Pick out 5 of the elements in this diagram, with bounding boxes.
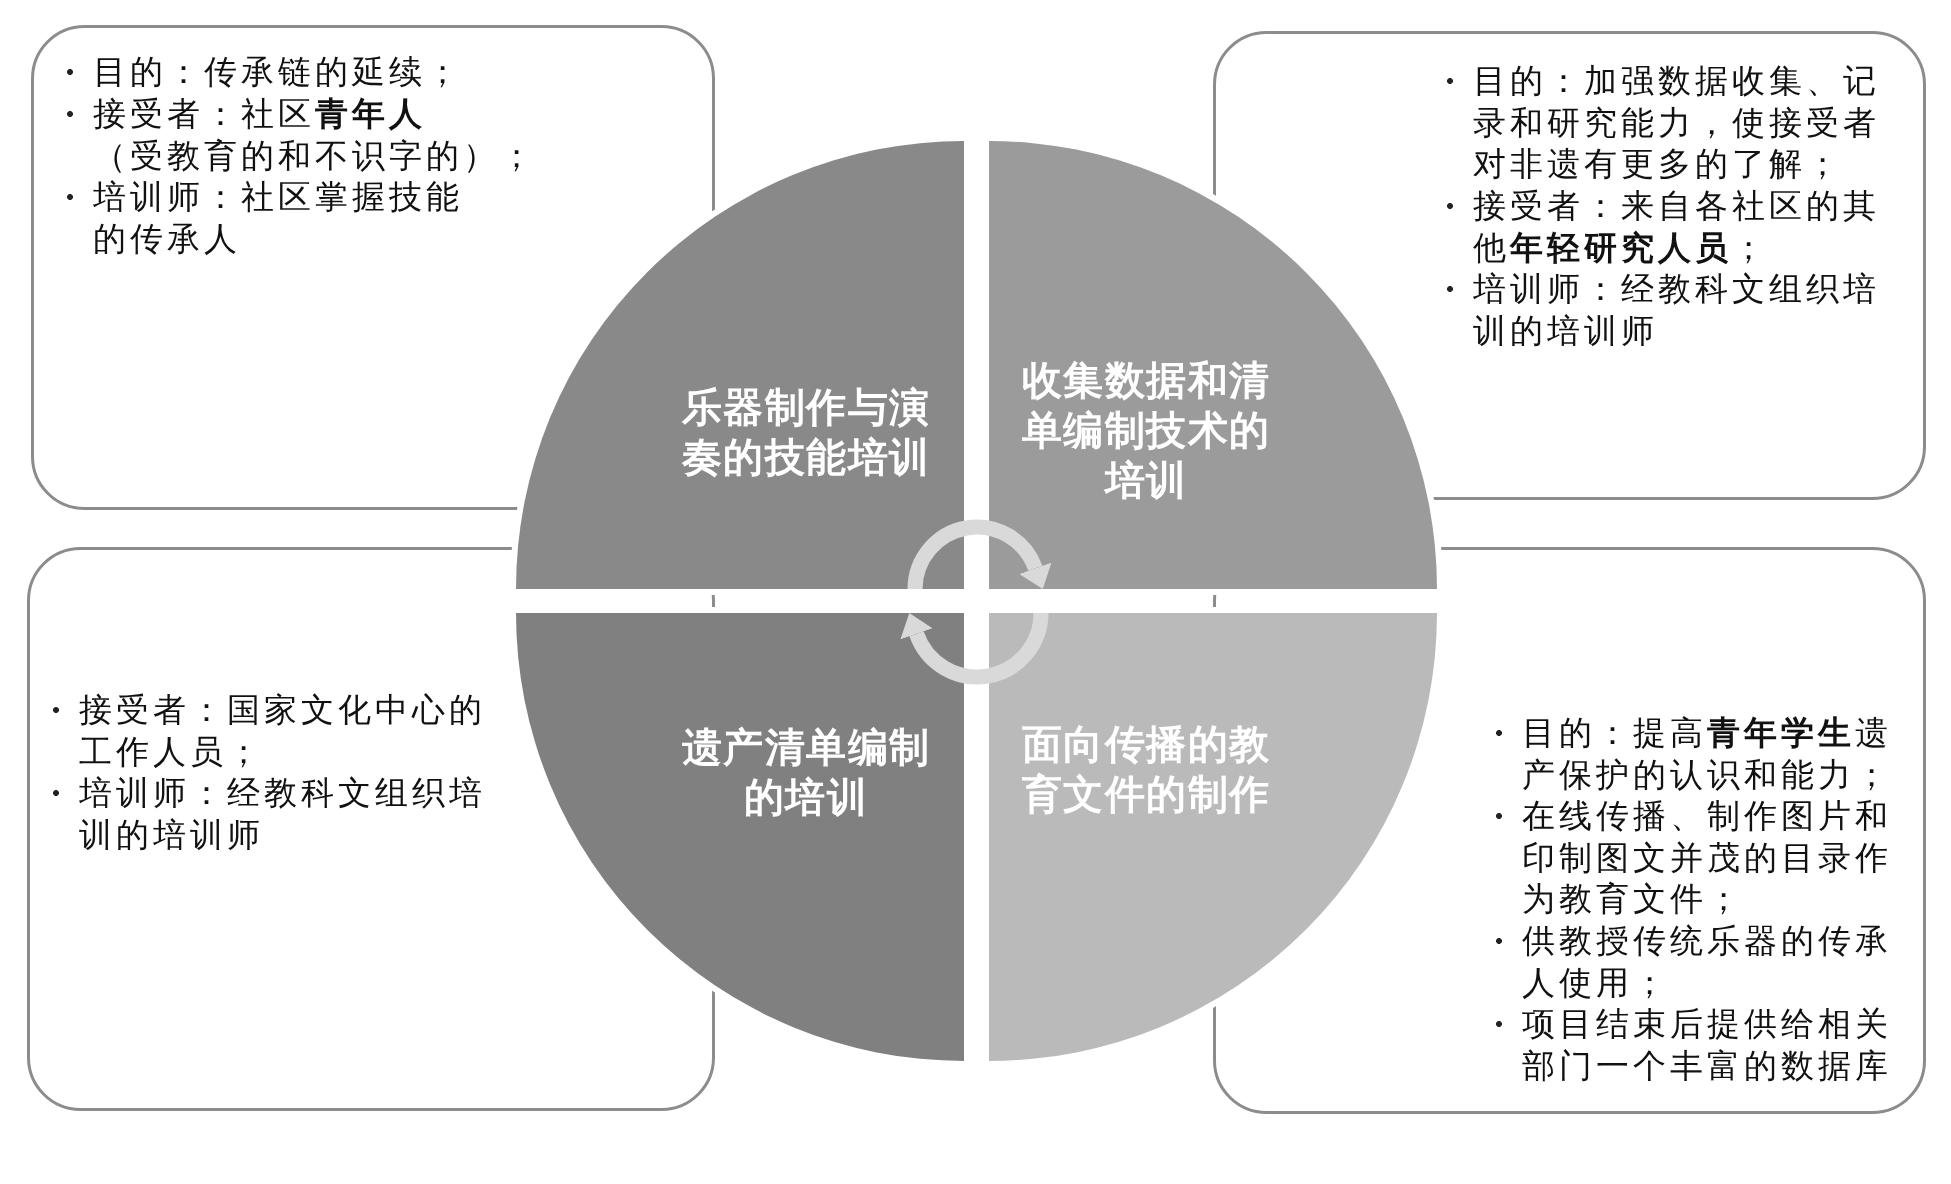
- cycle-arrow: [907, 519, 1051, 590]
- segment-label: 乐器制作与演奏的技能培训: [680, 383, 932, 482]
- segment-label: 遗产清单编制的培训: [680, 723, 932, 822]
- segment-label: 收集数据和清单编制技术的培训: [1020, 356, 1272, 505]
- segment-label: 面向传播的教育文件的制作: [1020, 720, 1272, 819]
